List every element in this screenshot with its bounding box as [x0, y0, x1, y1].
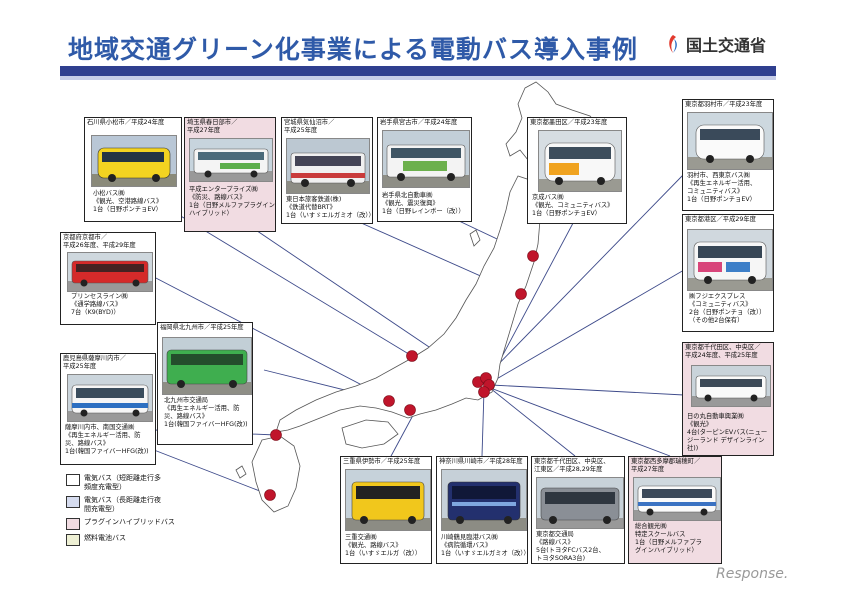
- bus-photo: [162, 337, 252, 395]
- marker-kawasaki: [478, 386, 490, 398]
- bus-photo: [345, 469, 431, 531]
- case-card-sumida: 東京都墨田区／平成23年度 京成バス㈱ 《観光、コミュニティバス》 1台（日野ポ…: [527, 117, 627, 224]
- legend-label: 電気バス（長距離走行夜 間充電型）: [84, 496, 161, 513]
- mlit-emblem-icon: [669, 35, 677, 53]
- marker-miyako: [527, 250, 539, 262]
- card-body: 小松バス㈱ 《観光、空港路線バス》 1台（日野ポンチョEV）: [93, 190, 163, 213]
- case-card-hamura: 東京都羽村市／平成23年度 羽村市、西東京バス㈱ 《再生エネルギー活用、 コミュ…: [682, 99, 774, 211]
- bus-photo: [382, 130, 470, 188]
- marker-ise: [404, 404, 416, 416]
- bus-photo: [67, 252, 153, 292]
- marker-komatsu: [406, 350, 418, 362]
- card-heading: 岩手県宮古市／平成24年度: [380, 119, 458, 126]
- card-heading: 東京都千代田区、中央区、 江東区／平成28,29年度: [534, 458, 610, 473]
- header-bar: [60, 66, 776, 76]
- card-heading: 埼玉県春日部市／ 平成27年度: [187, 119, 238, 134]
- org-name: 国土交通省: [686, 36, 767, 55]
- case-card-miyako: 岩手県宮古市／平成24年度 岩手県北自動車㈱ 《観光、震災復興》 1台（日野レイ…: [377, 117, 472, 222]
- case-card-kyoto: 京都府京都市／ 平成26年度、平成29年度 プリンセスライン㈱ 《通学路線バス》…: [60, 232, 156, 325]
- bus-photo: [91, 135, 177, 187]
- case-card-minato: 東京都港区／平成29年度 ㈱フジエクスプレス 《コミュニティバス》 2台（日野ポ…: [682, 214, 774, 332]
- case-card-kawasaki: 神奈川県川崎市／平成28年度 川崎鶴見臨港バス㈱ 《病院循環バス》 1台（いすゞ…: [436, 456, 528, 564]
- location-markers: [264, 250, 539, 501]
- legend-label: 燃料電池バス: [84, 534, 126, 542]
- card-body: 川崎鶴見臨港バス㈱ 《病院循環バス》 1台（いすゞエルガミオ（改））: [441, 534, 528, 557]
- card-body: ㈱フジエクスプレス 《コミュニティバス》 2台（日野ポンチョ（改）） （その他2…: [689, 293, 766, 324]
- card-body: 京成バス㈱ 《観光、コミュニティバス》 1台（日野ポンチョEV）: [532, 194, 614, 217]
- card-heading: 鹿児島県薩摩川内市／ 平成25年度: [63, 355, 126, 370]
- card-heading: 宮城県気仙沼市／ 平成25年度: [284, 119, 335, 134]
- case-card-ise: 三重県伊勢市／平成25年度 三重交通㈱ 《観光、路線バス》 1台（いすゞエルガ（…: [340, 456, 432, 564]
- legend-item-long-range-ev: 電気バス（長距離走行夜 間充電型）: [66, 496, 334, 514]
- case-card-kitakyushu: 福岡県北九州市／平成25年度 北九州市交通局 《再生エネルギー活用、防 災、路線…: [157, 322, 253, 445]
- card-body: 日の丸自動車興業㈱ 《観光》 4台(ターピンEVバス(ニュー ジーランド デザイ…: [687, 413, 768, 452]
- card-body: 平成エンタープライズ㈱ 《防災、路線バス》 1台（日野メルファプラグイン ハイブ…: [189, 186, 275, 217]
- bus-photo: [691, 365, 771, 407]
- card-body: 総合観光㈱ 特定スクールバス 1台（日野メルファプラ グインハイブリッド）: [635, 523, 702, 554]
- card-heading: 東京都墨田区／平成23年度: [530, 119, 608, 126]
- case-card-kasukabe: 埼玉県春日部市／ 平成27年度 平成エンタープライズ㈱ 《防災、路線バス》 1台…: [184, 117, 276, 232]
- legend-swatch: [66, 496, 80, 508]
- card-heading: 神奈川県川崎市／平成28年度: [439, 458, 523, 465]
- card-body: 東日本旅客鉄道(株) 《鉄道代替BRT》 1台（いすゞエルガミオ（改））: [286, 196, 373, 219]
- case-card-kesennuma: 宮城県気仙沼市／ 平成25年度 東日本旅客鉄道(株) 《鉄道代替BRT》 1台（…: [281, 117, 373, 224]
- mlit-logo: 国土交通省: [664, 32, 766, 56]
- card-body: 北九州市交通局 《再生エネルギー活用、防 災、路線バス》 1台(韓国ファイバーH…: [164, 397, 248, 428]
- legend-swatch: [66, 534, 80, 546]
- bus-photo: [286, 138, 370, 194]
- legend-swatch: [66, 474, 80, 486]
- legend-label: プラグインハイブリッドバス: [84, 518, 175, 526]
- card-heading: 東京都千代田区、中央区／ 平成24年度、平成25年度: [685, 344, 761, 359]
- response-watermark: Response.: [716, 566, 789, 582]
- legend-item-short-range-ev: 電気バス（短距離走行多 頻度充電型）: [66, 474, 334, 492]
- case-card-komatsu: 石川県小松市／平成24年度 小松バス㈱ 《観光、空港路線バス》 1台（日野ポンチ…: [84, 117, 182, 222]
- bus-photo: [536, 477, 624, 529]
- bus-photo: [633, 477, 721, 521]
- card-heading: 京都府京都市／ 平成26年度、平成29年度: [63, 234, 136, 249]
- card-heading: 東京都羽村市／平成23年度: [685, 101, 763, 108]
- legend-item-plugin-hybrid: プラグインハイブリッドバス: [66, 518, 334, 530]
- marker-kesennuma: [515, 288, 527, 300]
- card-body: 東京都交通局 《路線バス》 5台(トヨタFCバス2台、 トヨタSORA3台): [536, 531, 605, 562]
- card-heading: 石川県小松市／平成24年度: [87, 119, 165, 126]
- header-bar-accent: [60, 76, 776, 80]
- card-body: 三重交通㈱ 《観光、路線バス》 1台（いすゞエルガ（改））: [345, 534, 422, 557]
- marker-kitakyushu: [270, 429, 282, 441]
- card-body: 羽村市、西東京バス㈱ 《再生エネルギー活用、 コミュニティバス》 1台（日野ポン…: [687, 172, 757, 203]
- marker-satsuma: [264, 489, 276, 501]
- legend: 電気バス（短距離走行多 頻度充電型） 電気バス（長距離走行夜 間充電型） プラグ…: [66, 474, 334, 550]
- bus-photo: [441, 469, 527, 531]
- legend-item-fuel-cell: 燃料電池バス: [66, 534, 334, 546]
- case-card-chiyoda-1: 東京都千代田区、中央区／ 平成24年度、平成25年度 日の丸自動車興業㈱ 《観光…: [682, 342, 774, 456]
- legend-swatch: [66, 518, 80, 530]
- bus-photo: [687, 112, 773, 170]
- card-heading: 福岡県北九州市／平成25年度: [160, 324, 244, 331]
- card-body: 薩摩川内市、南国交通㈱ 《再生エネルギー活用、防 災、路線バス》 1台(韓国ファ…: [65, 424, 149, 455]
- card-body: 岩手県北自動車㈱ 《観光、震災復興》 1台（日野レインボー（改））: [382, 192, 465, 215]
- card-heading: 東京都港区／平成29年度: [685, 216, 756, 223]
- card-heading: 東京都西多摩郡瑞穂町／ 平成27年度: [631, 458, 701, 473]
- case-card-chiyoda-2: 東京都千代田区、中央区、 江東区／平成28,29年度 東京都交通局 《路線バス》…: [531, 456, 625, 564]
- marker-kyoto: [383, 395, 395, 407]
- bus-photo: [189, 138, 273, 182]
- card-heading: 三重県伊勢市／平成25年度: [343, 458, 421, 465]
- legend-label: 電気バス（短距離走行多 頻度充電型）: [84, 474, 161, 491]
- page-title: 地域交通グリーン化事業による電動バス導入事例: [68, 35, 639, 64]
- bus-photo: [687, 229, 773, 291]
- bus-photo: [538, 130, 622, 192]
- case-card-mizuho: 東京都西多摩郡瑞穂町／ 平成27年度 総合観光㈱ 特定スクールバス 1台（日野メ…: [628, 456, 722, 564]
- card-body: プリンセスライン㈱ 《通学路線バス》 7台（K9(BYD)）: [71, 293, 128, 316]
- bus-photo: [67, 374, 153, 422]
- case-card-satsumasendai: 鹿児島県薩摩川内市／ 平成25年度 薩摩川内市、南国交通㈱ 《再生エネルギー活用…: [60, 353, 156, 465]
